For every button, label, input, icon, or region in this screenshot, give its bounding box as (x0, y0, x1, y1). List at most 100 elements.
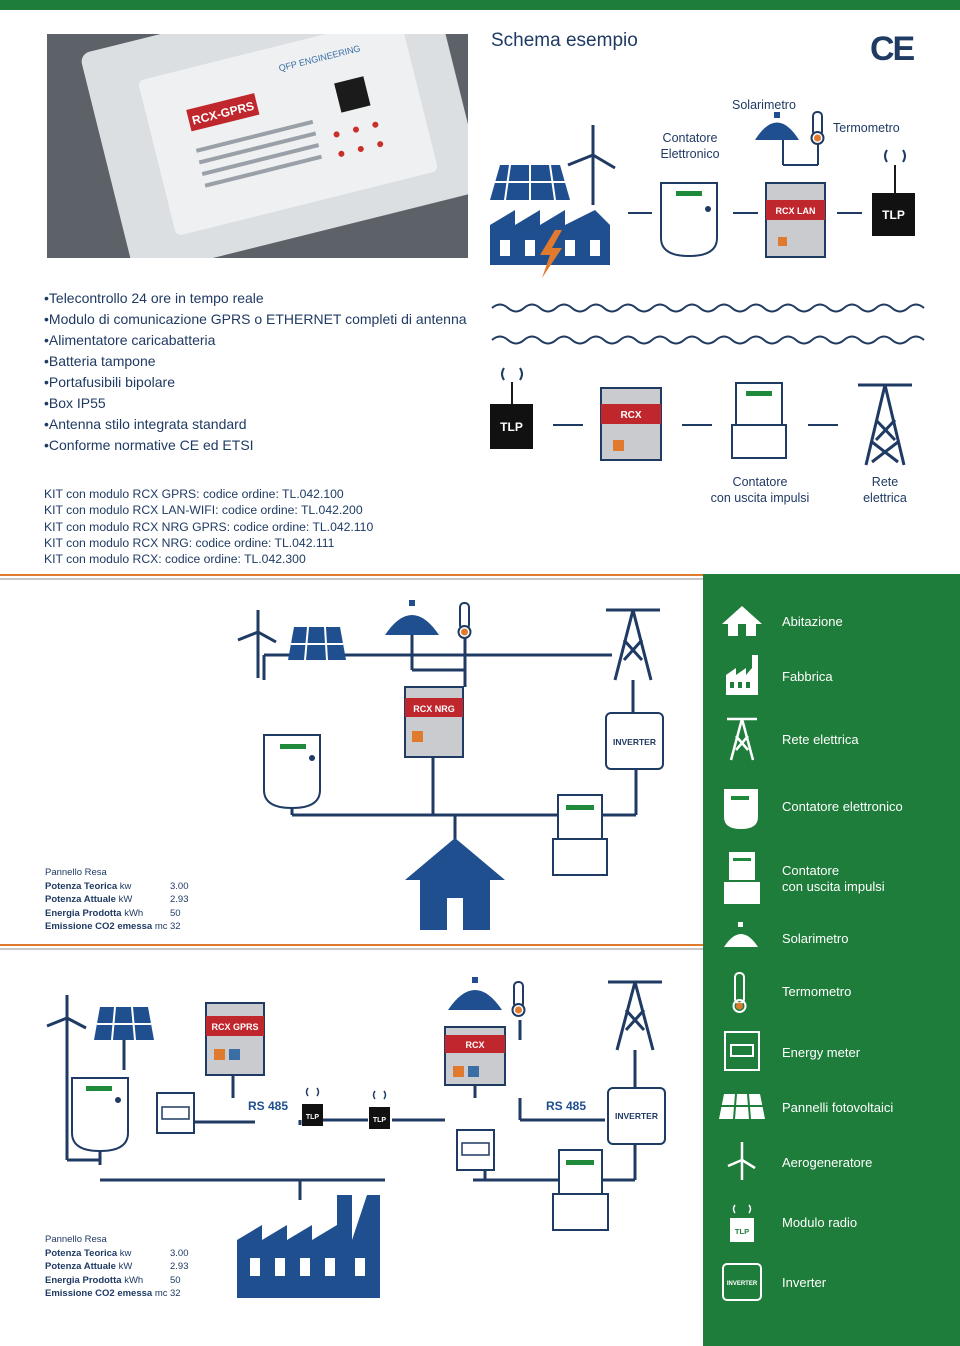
feature-item: Conforme normative CE ed ETSI (44, 435, 467, 456)
kit-list: KIT con modulo RCX GPRS: codice ordine: … (44, 486, 373, 567)
mid-diagram: TLP RCX (490, 303, 925, 466)
rs485-label: RS 485 (248, 1099, 288, 1113)
pylon-icon (606, 608, 660, 681)
kit-item: KIT con modulo RCX LAN-WIFI: codice ordi… (44, 503, 363, 518)
energy-meter-icon (724, 1031, 760, 1071)
svg-text:TLP: TLP (882, 208, 905, 222)
pyranometer-icon (385, 600, 439, 635)
inverter-icon (605, 712, 664, 770)
legend-label-contatore-impulsi: Contatore con uscita impulsi (782, 863, 885, 894)
legend-label-modulo-radio: Modulo radio (782, 1215, 858, 1230)
svg-text:RCX LAN: RCX LAN (776, 206, 816, 216)
meter-icon (724, 789, 758, 829)
radio-module-icon: TLP (872, 149, 915, 236)
legend-label-fabbrica: Fabbrica (782, 669, 833, 684)
kit-item: KIT con modulo RCX: codice ordine: TL.04… (44, 552, 306, 567)
kit-item: KIT con modulo RCX NRG GPRS: codice ordi… (44, 519, 374, 534)
kit-item: KIT con modulo RCX GPRS: codice ordine: … (44, 487, 344, 501)
radio-module-icon: TLP (302, 1087, 323, 1126)
solar-panel-icon (288, 626, 346, 661)
feature-item: Antenna stilo integrata standard (44, 414, 467, 435)
pulse-meter-icon (552, 794, 608, 876)
legend-label-energy-meter: Energy meter (782, 1045, 861, 1060)
factory-icon (726, 655, 758, 695)
pylon-icon (727, 717, 757, 761)
product-photo: RCX-GPRS QFP ENGINEERING (47, 34, 468, 258)
termometro-label: Termometro (833, 121, 900, 135)
svg-text:RCX: RCX (620, 410, 641, 421)
house-icon (722, 606, 762, 636)
legend-label-rete: Rete elettrica (782, 732, 859, 747)
legend-label-solarimetro: Solarimetro (782, 931, 849, 946)
legend-icons: TLP INVERTER (719, 606, 765, 1301)
diagram-3: RCX GPRS RS 485 RS 485 TLP TLP RCX INVER… (46, 977, 666, 1298)
feature-item: Box IP55 (44, 393, 467, 414)
wind-turbine-icon (567, 125, 616, 205)
svg-text:TLP: TLP (306, 1114, 320, 1121)
solar-panel-icon (490, 164, 570, 201)
pylon-icon (608, 980, 662, 1051)
divider-orange (0, 574, 703, 576)
radio-module-icon: TLP (369, 1090, 390, 1129)
rcx-lan-device: RCX LAN (765, 182, 826, 258)
wave-lines (491, 303, 925, 345)
legend-label-contatore-elettronico: Contatore elettronico (782, 799, 903, 814)
pyranometer-icon (724, 922, 758, 947)
wind-turbine-icon (46, 995, 87, 1040)
energy-meter-icon (156, 1092, 195, 1134)
solar-panel-icon (94, 1006, 154, 1041)
divider-orange (0, 944, 703, 946)
top-diagram: RCX LAN TLP (490, 111, 915, 278)
inverter-icon (722, 1263, 762, 1301)
factory-icon (490, 210, 610, 278)
inverter-icon (607, 1087, 666, 1145)
top-color-bar (0, 0, 960, 10)
rs485-label: RS 485 (546, 1099, 586, 1113)
divider-gray (0, 948, 703, 950)
meter-icon (660, 182, 718, 258)
radio-module-icon (730, 1218, 754, 1242)
pulse-meter-icon (552, 1149, 609, 1231)
feature-item: Portafusibili bipolare (44, 372, 467, 393)
svg-text:TLP: TLP (735, 1227, 749, 1236)
pyranometer-icon (448, 977, 502, 1010)
legend-panel (703, 574, 960, 1346)
rete-elettrica-label: Rete elettrica (863, 475, 907, 505)
legend-label-termometro: Termometro (782, 984, 852, 999)
svg-text:TLP: TLP (373, 1117, 387, 1124)
svg-text:RCX NRG: RCX NRG (413, 704, 455, 714)
meter-icon (263, 734, 321, 810)
rcx-nrg-device (404, 686, 464, 758)
wind-turbine-icon (237, 610, 277, 678)
feature-item: Alimentatore caricabatteria (44, 330, 467, 351)
feature-list: Telecontrollo 24 ore in tempo reale Modu… (44, 288, 467, 456)
legend-label-inverter: Inverter (782, 1275, 827, 1290)
house-icon (405, 838, 505, 930)
pylon-icon (858, 383, 912, 466)
svg-text:RCX GPRS: RCX GPRS (211, 1022, 258, 1032)
svg-text:INVERTER: INVERTER (727, 1281, 758, 1287)
divider-gray (0, 578, 703, 580)
energy-meter-icon (456, 1129, 495, 1171)
pulse-meter-icon (731, 382, 787, 459)
ce-mark-icon: CE (870, 30, 915, 68)
feature-item: Batteria tampone (44, 351, 467, 372)
legend-label-pannelli: Pannelli fotovoltaici (782, 1100, 894, 1115)
solarimetro-label: Solarimetro (732, 98, 796, 112)
pyranometer-icon (755, 112, 819, 166)
pulse-meter-icon (724, 852, 760, 904)
contatore-elettronico-label: Contatore Elettronico (660, 131, 720, 161)
feature-item: Telecontrollo 24 ore in tempo reale (44, 288, 467, 309)
meter-icon (71, 1077, 129, 1153)
svg-text:TLP: TLP (500, 420, 523, 434)
legend-label-aerogeneratore: Aerogeneratore (782, 1155, 873, 1170)
kit-item: KIT con modulo RCX NRG: codice ordine: T… (44, 535, 335, 550)
factory-icon (237, 1195, 380, 1298)
svg-text:INVERTER: INVERTER (615, 1111, 658, 1121)
legend-label-abitazione: Abitazione (782, 614, 843, 629)
feature-item: Modulo di comunicazione GPRS o ETHERNET … (44, 309, 467, 330)
radio-module-icon (490, 404, 533, 449)
wind-turbine-icon (727, 1142, 756, 1180)
